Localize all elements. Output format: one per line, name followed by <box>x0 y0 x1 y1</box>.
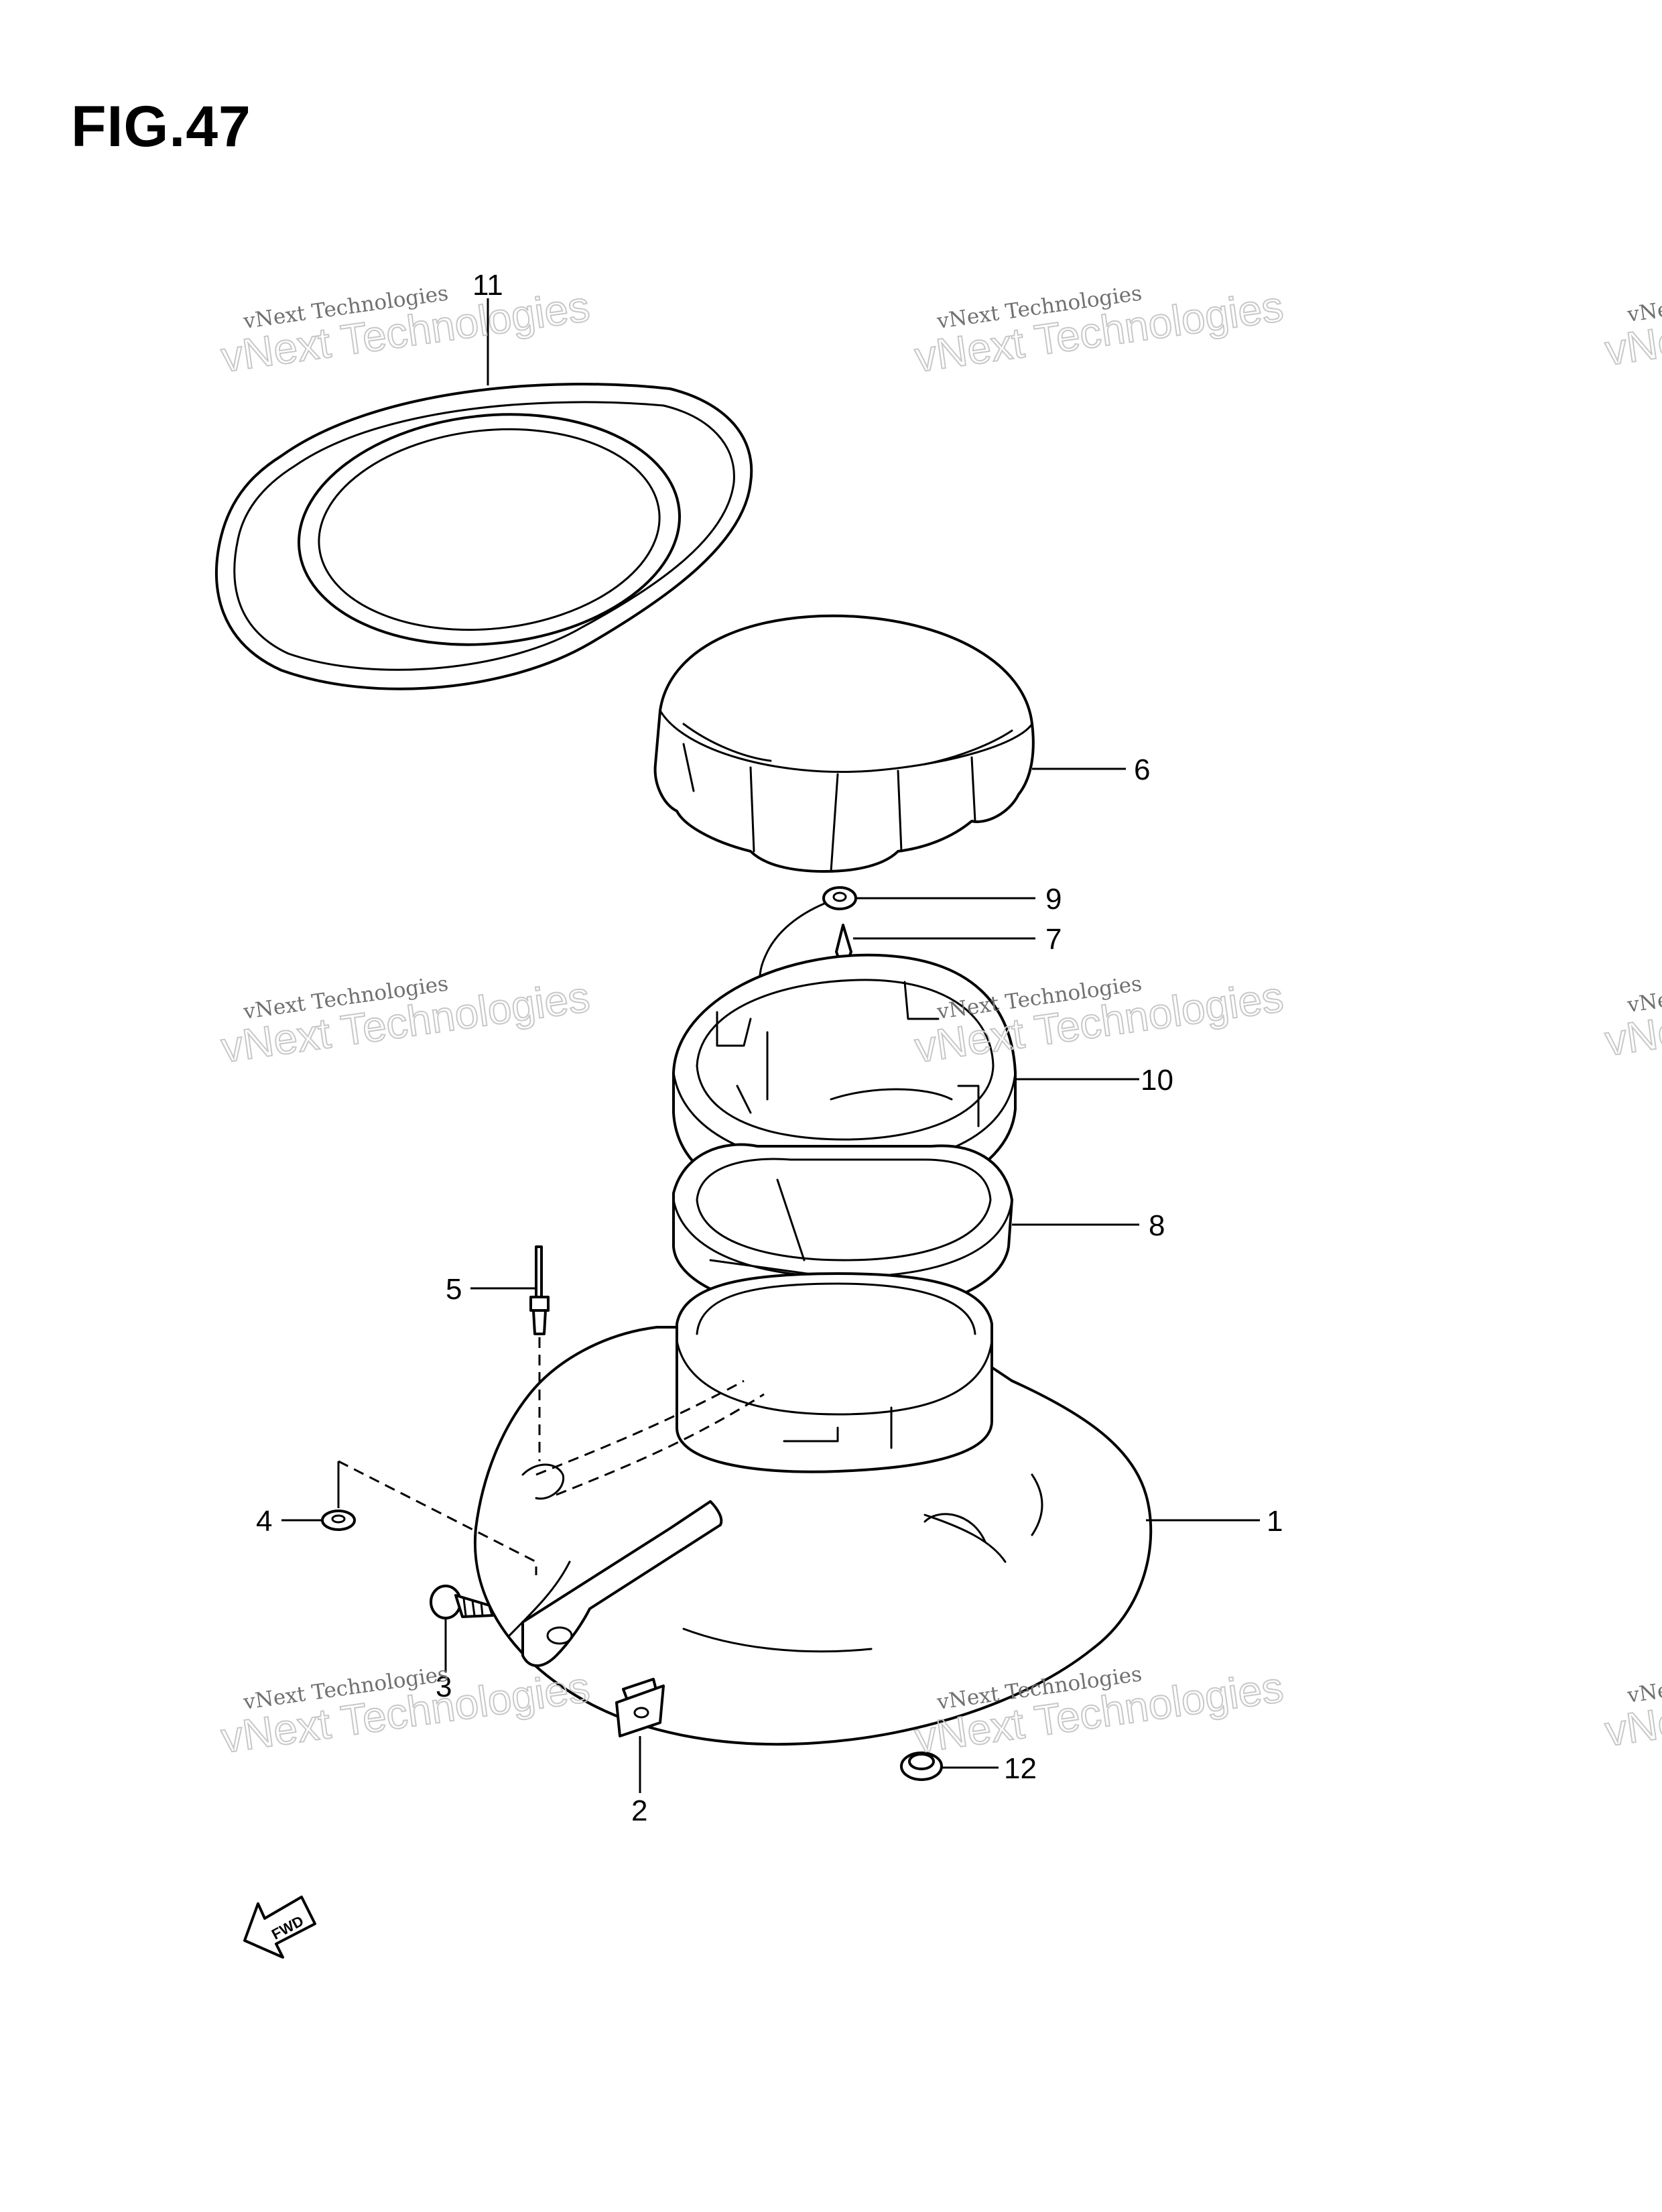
forward-arrow-icon: FWD <box>243 1896 316 1959</box>
callout-labels: 11 6 9 7 10 8 5 4 1 3 2 12 <box>256 269 1283 1827</box>
callout-4: 4 <box>256 1505 272 1538</box>
callout-8: 8 <box>1149 1209 1165 1242</box>
part-4-washer <box>321 1460 537 1575</box>
part-6-cap <box>653 614 1035 873</box>
part-1-housing <box>473 1272 1153 1746</box>
watermark-text-outline: vNext Technologies <box>1602 1656 1662 1755</box>
callout-10: 10 <box>1141 1064 1173 1097</box>
callout-3: 3 <box>436 1670 452 1703</box>
part-9-retainer <box>759 886 857 987</box>
watermark-text-outline: vNext Technologies <box>1602 275 1662 374</box>
callout-9: 9 <box>1045 883 1062 916</box>
part-2-clip <box>615 1678 665 1737</box>
watermark: vNext Technologies vNext Technologies <box>218 281 593 381</box>
callout-12: 12 <box>1004 1752 1037 1785</box>
watermark: vNext Technologies vNext Technologies <box>1602 274 1662 375</box>
callout-5: 5 <box>446 1273 462 1306</box>
part-3-screw <box>430 1585 494 1619</box>
leader-lines <box>281 298 1260 1793</box>
part-5-rivet <box>529 1245 550 1461</box>
watermark: vNext Technologies vNext Technologies <box>911 971 1287 1072</box>
watermark-text-outline: vNext Technologies <box>1602 965 1662 1064</box>
watermark: vNext Technologies vNext Technologies <box>218 971 593 1072</box>
callout-7: 7 <box>1045 923 1062 956</box>
watermark: vNext Technologies vNext Technologies <box>1602 965 1662 1065</box>
callout-6: 6 <box>1134 753 1150 786</box>
figure-title: FIG.47 <box>71 95 251 159</box>
callout-11: 11 <box>472 269 503 302</box>
callout-2: 2 <box>631 1794 647 1827</box>
part-11-gasket <box>214 383 753 690</box>
callout-1: 1 <box>1267 1505 1283 1538</box>
watermark: vNext Technologies vNext Technologies <box>1602 1655 1662 1756</box>
part-12-grommet <box>900 1752 943 1781</box>
watermark: vNext Technologies vNext Technologies <box>911 281 1287 381</box>
